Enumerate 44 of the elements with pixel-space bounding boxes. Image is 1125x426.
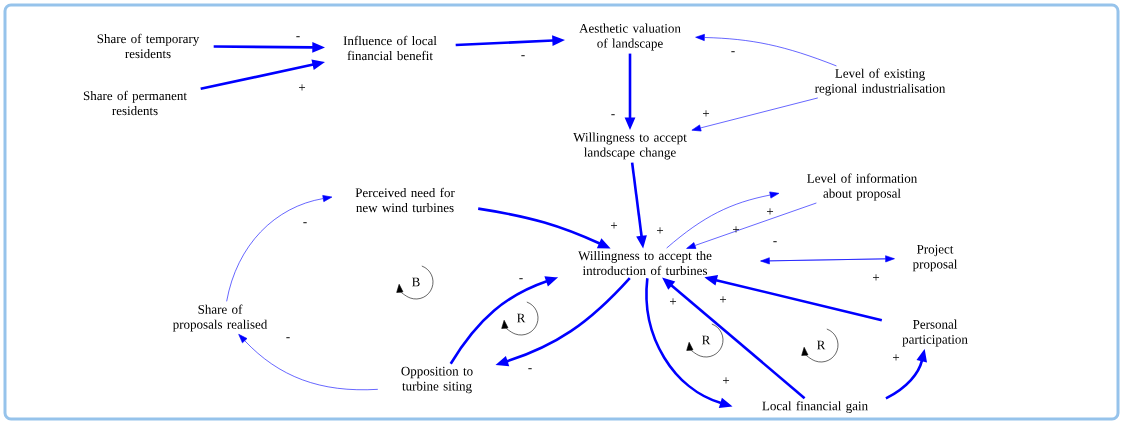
polarity-sign: - [773,241,777,243]
polarity-sign: - [286,337,290,339]
variable-label: Perceived need for new wind turbines [355,187,455,213]
polarity-sign: - [528,368,532,370]
variable-label: Willingness to accept landscape change [573,132,687,160]
polarity-sign: - [519,278,523,280]
polarity-sign: + [723,377,730,384]
polarity-sign: - [521,55,525,57]
polarity-sign: + [670,298,677,305]
variable-label: Opposition to turbine siting [401,366,473,394]
variable-label: Level of existing regional industrialisation [814,68,946,96]
polarity-sign: + [657,227,664,234]
polarity-sign: - [296,36,300,38]
variable-label: Willingness to accept the introduction of turbines [578,250,712,276]
variable-label: Influence of local financial benefit [343,35,437,61]
polarity-sign: + [873,274,880,281]
arrow [686,202,817,249]
polarity-sign: - [303,222,307,224]
polarity-sign: + [733,226,740,233]
polarity-sign: + [611,222,618,229]
variable-label: Level of information about proposal [807,173,918,201]
arrow [695,34,837,67]
loop-label: B [412,277,420,287]
loop-label: R [817,340,826,350]
variable-label: Aesthetic valuation of landscape [579,23,681,51]
variable-label: Share of temporary residents [97,33,200,59]
polarity-sign: - [611,114,615,116]
variable-label: Project proposal [912,244,958,272]
loop-label: R [517,313,526,323]
arrow [238,334,379,391]
polarity-sign: + [299,84,306,91]
arrow [691,97,819,132]
variable-label: Share of permanent residents [83,90,187,116]
polarity-sign: + [767,208,774,215]
arrow [666,191,780,249]
polarity-sign: - [731,51,735,53]
loop-label: R [702,335,711,345]
variable-label: Share of proposals realised [172,304,268,332]
polarity-sign: + [720,296,727,303]
variable-label: Local financial gain [762,401,868,413]
polarity-sign: + [893,354,900,361]
arrow [226,195,333,302]
polarity-sign: + [703,110,710,117]
variable-label: Personal participation [902,319,968,347]
